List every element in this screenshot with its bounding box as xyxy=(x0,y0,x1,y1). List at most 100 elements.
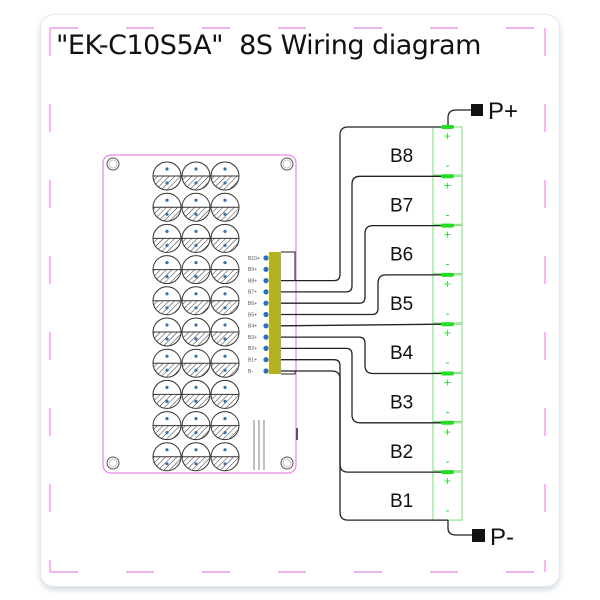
cell-terminal xyxy=(441,125,454,129)
resistor-dot xyxy=(165,212,169,216)
cell-plus-sign: + xyxy=(444,425,451,439)
connector-pin xyxy=(263,255,269,261)
cell-plus-sign: + xyxy=(444,129,451,143)
resistor-dot xyxy=(194,212,198,216)
resistor-dot xyxy=(165,243,169,247)
resistor-dot xyxy=(194,181,198,185)
resistor-dot xyxy=(194,292,198,296)
pin-label: B7+ xyxy=(248,290,257,296)
resistor-dot xyxy=(223,243,227,247)
resistor-dot xyxy=(223,385,227,389)
pin-label: B- xyxy=(248,369,253,375)
resistor-dot xyxy=(223,167,227,171)
p-plus-label: P+ xyxy=(488,98,518,125)
resistor-dot xyxy=(223,212,227,216)
cell-label: B6 xyxy=(390,245,413,266)
resistor-dot xyxy=(223,368,227,372)
resistor-dot xyxy=(194,399,198,403)
resistor-dot xyxy=(223,292,227,296)
resistor-dot xyxy=(194,167,198,171)
resistor-dot xyxy=(165,431,169,435)
pin-label: B1+ xyxy=(248,358,257,364)
resistor-dot xyxy=(165,229,169,233)
resistor-dot xyxy=(194,431,198,435)
resistor-dot xyxy=(165,292,169,296)
connector-pin xyxy=(263,289,269,295)
resistor-dot xyxy=(165,337,169,341)
resistor-dot xyxy=(223,323,227,327)
cell-minus-sign: - xyxy=(446,306,450,320)
balance-wire xyxy=(280,323,442,327)
connector-pin xyxy=(263,334,269,340)
resistor-dot xyxy=(165,306,169,310)
resistor-dot xyxy=(223,261,227,265)
balance-connector xyxy=(269,252,281,374)
resistor-dot xyxy=(194,448,198,452)
cell-label: B5 xyxy=(390,294,413,315)
pin-label: B6+ xyxy=(248,301,257,307)
p-plus-terminal-icon xyxy=(471,104,483,116)
balance-wire xyxy=(281,359,441,473)
cell-plus-sign: + xyxy=(444,277,451,291)
resistor-dot xyxy=(223,431,227,435)
cell-minus-sign: - xyxy=(446,257,450,271)
cell-plus-sign: + xyxy=(444,178,451,192)
connector-pin xyxy=(263,345,269,351)
mounting-hole-inner xyxy=(282,458,292,468)
p-minus-terminal-icon xyxy=(472,529,485,542)
resistor-dot xyxy=(223,181,227,185)
p-plus-wire xyxy=(447,109,472,125)
resistor-dot xyxy=(223,399,227,403)
mounting-hole-icon xyxy=(106,157,120,171)
cell-terminal xyxy=(441,272,454,277)
balance-wire xyxy=(281,336,441,375)
cell-minus-sign: - xyxy=(446,405,450,419)
balance-wire xyxy=(281,175,441,293)
cell-plus-sign: + xyxy=(444,474,451,488)
resistor-dot xyxy=(165,354,169,358)
cell-minus-sign: - xyxy=(446,158,450,172)
resistor-dot xyxy=(165,399,169,403)
negative-balance-wire xyxy=(281,370,448,521)
resistor-dot xyxy=(194,337,198,341)
resistor-dot xyxy=(194,261,198,265)
resistor-dot xyxy=(194,323,198,327)
cell-minus-sign: - xyxy=(446,355,450,369)
battery-cell xyxy=(432,373,463,422)
resistor-dot xyxy=(194,417,198,421)
mounting-hole-icon xyxy=(280,456,294,470)
battery-cell xyxy=(432,422,463,472)
resistor-dot xyxy=(165,448,169,452)
bridge-wire-top xyxy=(281,251,296,281)
resistor-dot xyxy=(165,198,169,202)
balance-wire xyxy=(281,224,441,304)
connector-pin xyxy=(263,368,269,374)
resistor-dot xyxy=(165,462,169,466)
bridge-wire-bottom xyxy=(281,371,296,375)
resistor-dot xyxy=(223,198,227,202)
battery-cell xyxy=(432,471,463,521)
diagram-title: "EK-C10S5A" 8S Wiring diagram xyxy=(56,30,481,61)
pin-label: B5+ xyxy=(248,312,257,318)
cell-plus-sign: + xyxy=(444,326,451,340)
resistor-dot xyxy=(194,385,198,389)
connector-pin xyxy=(263,278,269,284)
cell-terminal xyxy=(441,371,454,376)
cell-terminal xyxy=(441,223,454,228)
resistor-dot xyxy=(194,462,198,466)
resistor-dot xyxy=(223,275,227,279)
resistor-dot xyxy=(223,337,227,341)
battery-cell xyxy=(432,126,463,176)
mounting-hole-icon xyxy=(280,157,294,171)
cell-terminal xyxy=(441,174,454,179)
resistor-dot xyxy=(194,306,198,310)
p-minus-wire xyxy=(447,520,473,536)
cell-plus-sign: + xyxy=(444,376,451,390)
resistor-dot xyxy=(165,275,169,279)
resistor-dot xyxy=(223,229,227,233)
pin-label: B10+ xyxy=(248,256,260,262)
pin-label: B2+ xyxy=(248,346,257,352)
resistor-dot xyxy=(194,229,198,233)
resistor-dot xyxy=(194,243,198,247)
